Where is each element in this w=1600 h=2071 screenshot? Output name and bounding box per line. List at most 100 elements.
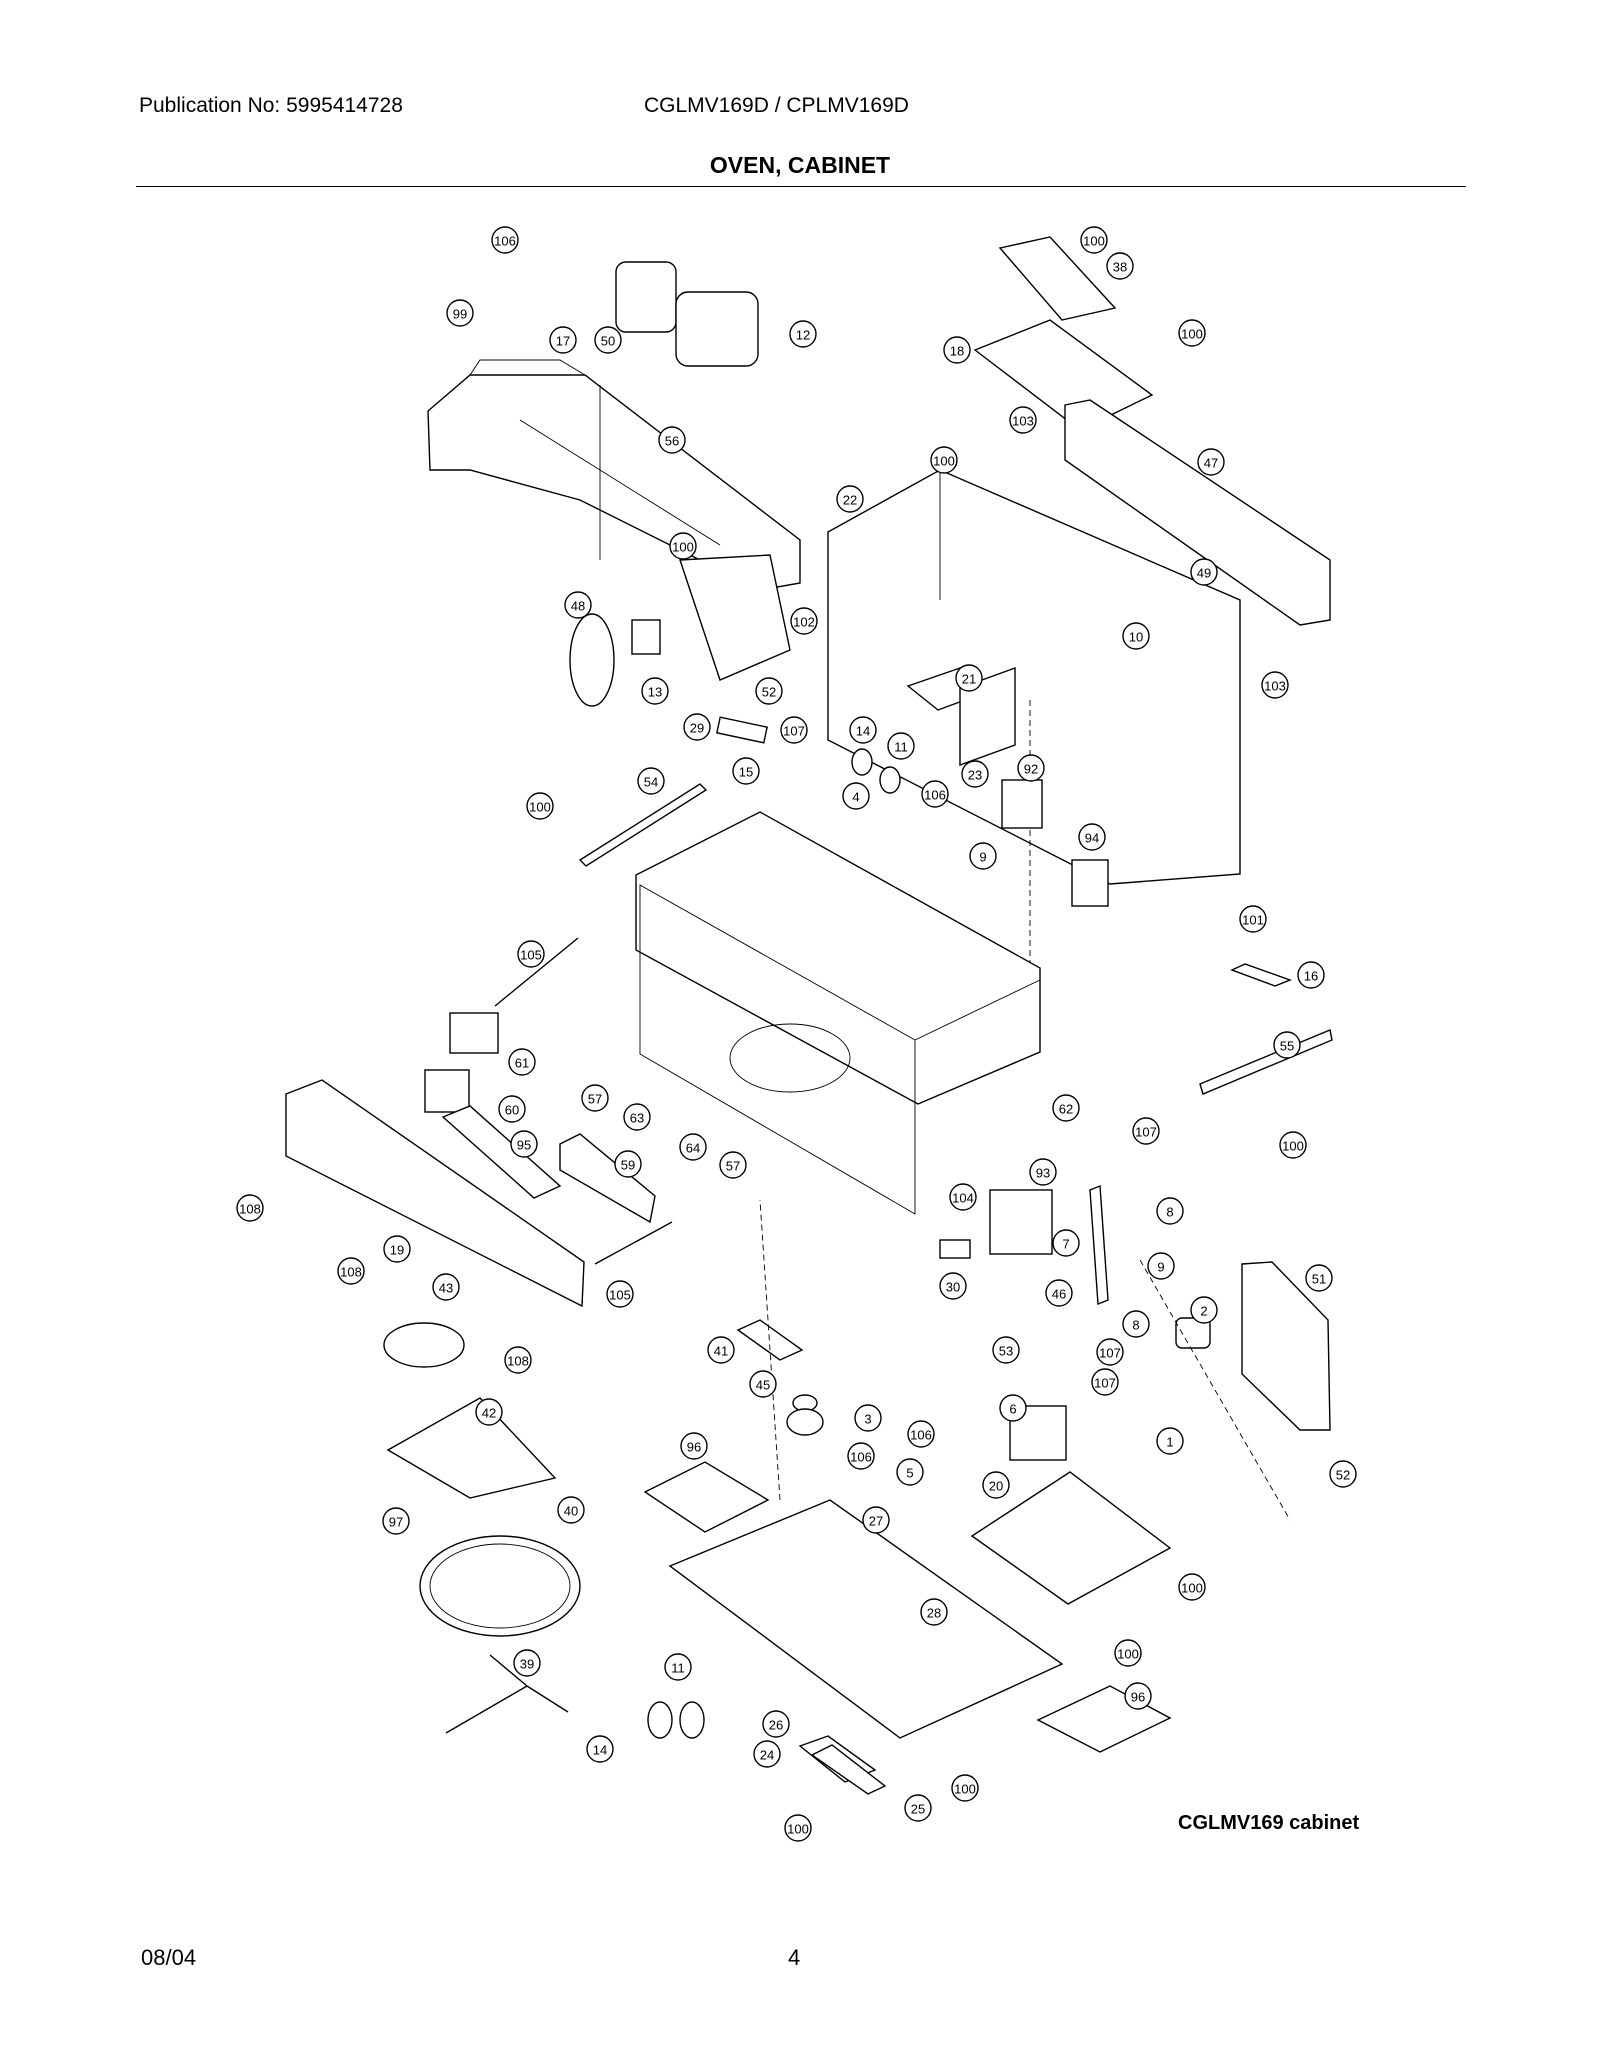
callout-55: 55 [1273,1031,1301,1059]
callout-number: 103 [1264,679,1286,694]
callout-number: 41 [714,1344,728,1359]
callout-number: 10 [1129,630,1143,645]
callout-number: 28 [927,1606,941,1621]
callout-100: 100 [1178,1573,1206,1601]
callout-100: 100 [1114,1639,1142,1667]
callout-106: 106 [491,226,519,254]
callout-52: 52 [755,677,783,705]
callout-22: 22 [836,485,864,513]
callout-6: 6 [999,1394,1027,1422]
callout-24: 24 [753,1740,781,1768]
callout-number: 107 [1135,1125,1157,1140]
callout-number: 100 [1282,1139,1304,1154]
callout-number: 100 [672,540,694,555]
callout-100: 100 [1080,226,1108,254]
callout-number: 101 [1242,913,1264,928]
callout-number: 50 [601,334,615,349]
callout-number: 45 [756,1378,770,1393]
callout-107: 107 [1132,1117,1160,1145]
callout-92: 92 [1017,754,1045,782]
callout-number: 59 [621,1158,635,1173]
callout-100: 100 [669,532,697,560]
callout-number: 52 [762,685,776,700]
callout-number: 21 [962,672,976,687]
callout-number: 29 [690,721,704,736]
callout-number: 43 [439,1281,453,1296]
callout-number: 61 [515,1056,529,1071]
callout-number: 100 [1181,1581,1203,1596]
callout-number: 106 [850,1450,872,1465]
callout-94: 94 [1078,823,1106,851]
callout-8: 8 [1156,1197,1184,1225]
callout-number: 94 [1085,831,1099,846]
callout-23: 23 [961,760,989,788]
page-number: 4 [788,1945,801,1970]
callout-number: 108 [239,1202,261,1217]
callout-number: 106 [924,788,946,803]
callout-number: 13 [648,685,662,700]
callout-108: 108 [236,1194,264,1222]
callout-64: 64 [679,1133,707,1161]
callout-number: 7 [1062,1237,1069,1252]
callout-107: 107 [780,716,808,744]
callout-57: 57 [581,1084,609,1112]
callout-100: 100 [930,446,958,474]
callout-56: 56 [658,426,686,454]
callout-41: 41 [707,1336,735,1364]
callout-number: 22 [843,493,857,508]
callout-number: 46 [1052,1287,1066,1302]
callout-number: 104 [952,1191,974,1206]
callout-28: 28 [920,1598,948,1626]
callout-number: 30 [946,1280,960,1295]
callout-number: 47 [1204,456,1218,471]
callout-number: 100 [933,454,955,469]
callout-106: 106 [921,780,949,808]
callout-number: 56 [665,434,679,449]
callout-16: 16 [1297,961,1325,989]
callout-100: 100 [784,1814,812,1842]
callout-number: 57 [726,1159,740,1174]
callout-108: 108 [337,1257,365,1285]
callout-10: 10 [1122,622,1150,650]
callout-number: 3 [864,1412,871,1427]
callout-53: 53 [992,1336,1020,1364]
callout-50: 50 [594,326,622,354]
callout-3: 3 [854,1404,882,1432]
callout-number: 105 [609,1288,631,1303]
callout-95: 95 [510,1130,538,1158]
callout-46: 46 [1045,1279,1073,1307]
callout-number: 107 [1099,1346,1121,1361]
callout-108: 108 [504,1346,532,1374]
callout-96: 96 [680,1432,708,1460]
callout-number: 103 [1012,414,1034,429]
callout-number: 108 [340,1265,362,1280]
callout-number: 19 [390,1243,404,1258]
callout-8: 8 [1122,1310,1150,1338]
callout-number: 100 [1117,1647,1139,1662]
callout-number: 100 [787,1822,809,1837]
callout-40: 40 [557,1496,585,1524]
callout-5: 5 [896,1458,924,1486]
callout-number: 14 [856,724,870,739]
callout-29: 29 [683,713,711,741]
callout-number: 5 [906,1466,913,1481]
callout-number: 40 [564,1504,578,1519]
callout-9: 9 [1147,1252,1175,1280]
callout-number: 107 [783,724,805,739]
callout-number: 15 [739,765,753,780]
callout-number: 38 [1113,260,1127,275]
callout-number: 39 [520,1657,534,1672]
callout-107: 107 [1091,1368,1119,1396]
callout-number: 108 [507,1354,529,1369]
callout-number: 4 [852,790,859,805]
callout-107: 107 [1096,1338,1124,1366]
callout-45: 45 [749,1370,777,1398]
callout-number: 11 [894,740,908,755]
callout-number: 64 [686,1141,700,1156]
callout-number: 6 [1009,1402,1016,1417]
callout-106: 106 [907,1420,935,1448]
callout-63: 63 [623,1103,651,1131]
callout-62: 62 [1052,1094,1080,1122]
callout-11: 11 [664,1653,692,1681]
